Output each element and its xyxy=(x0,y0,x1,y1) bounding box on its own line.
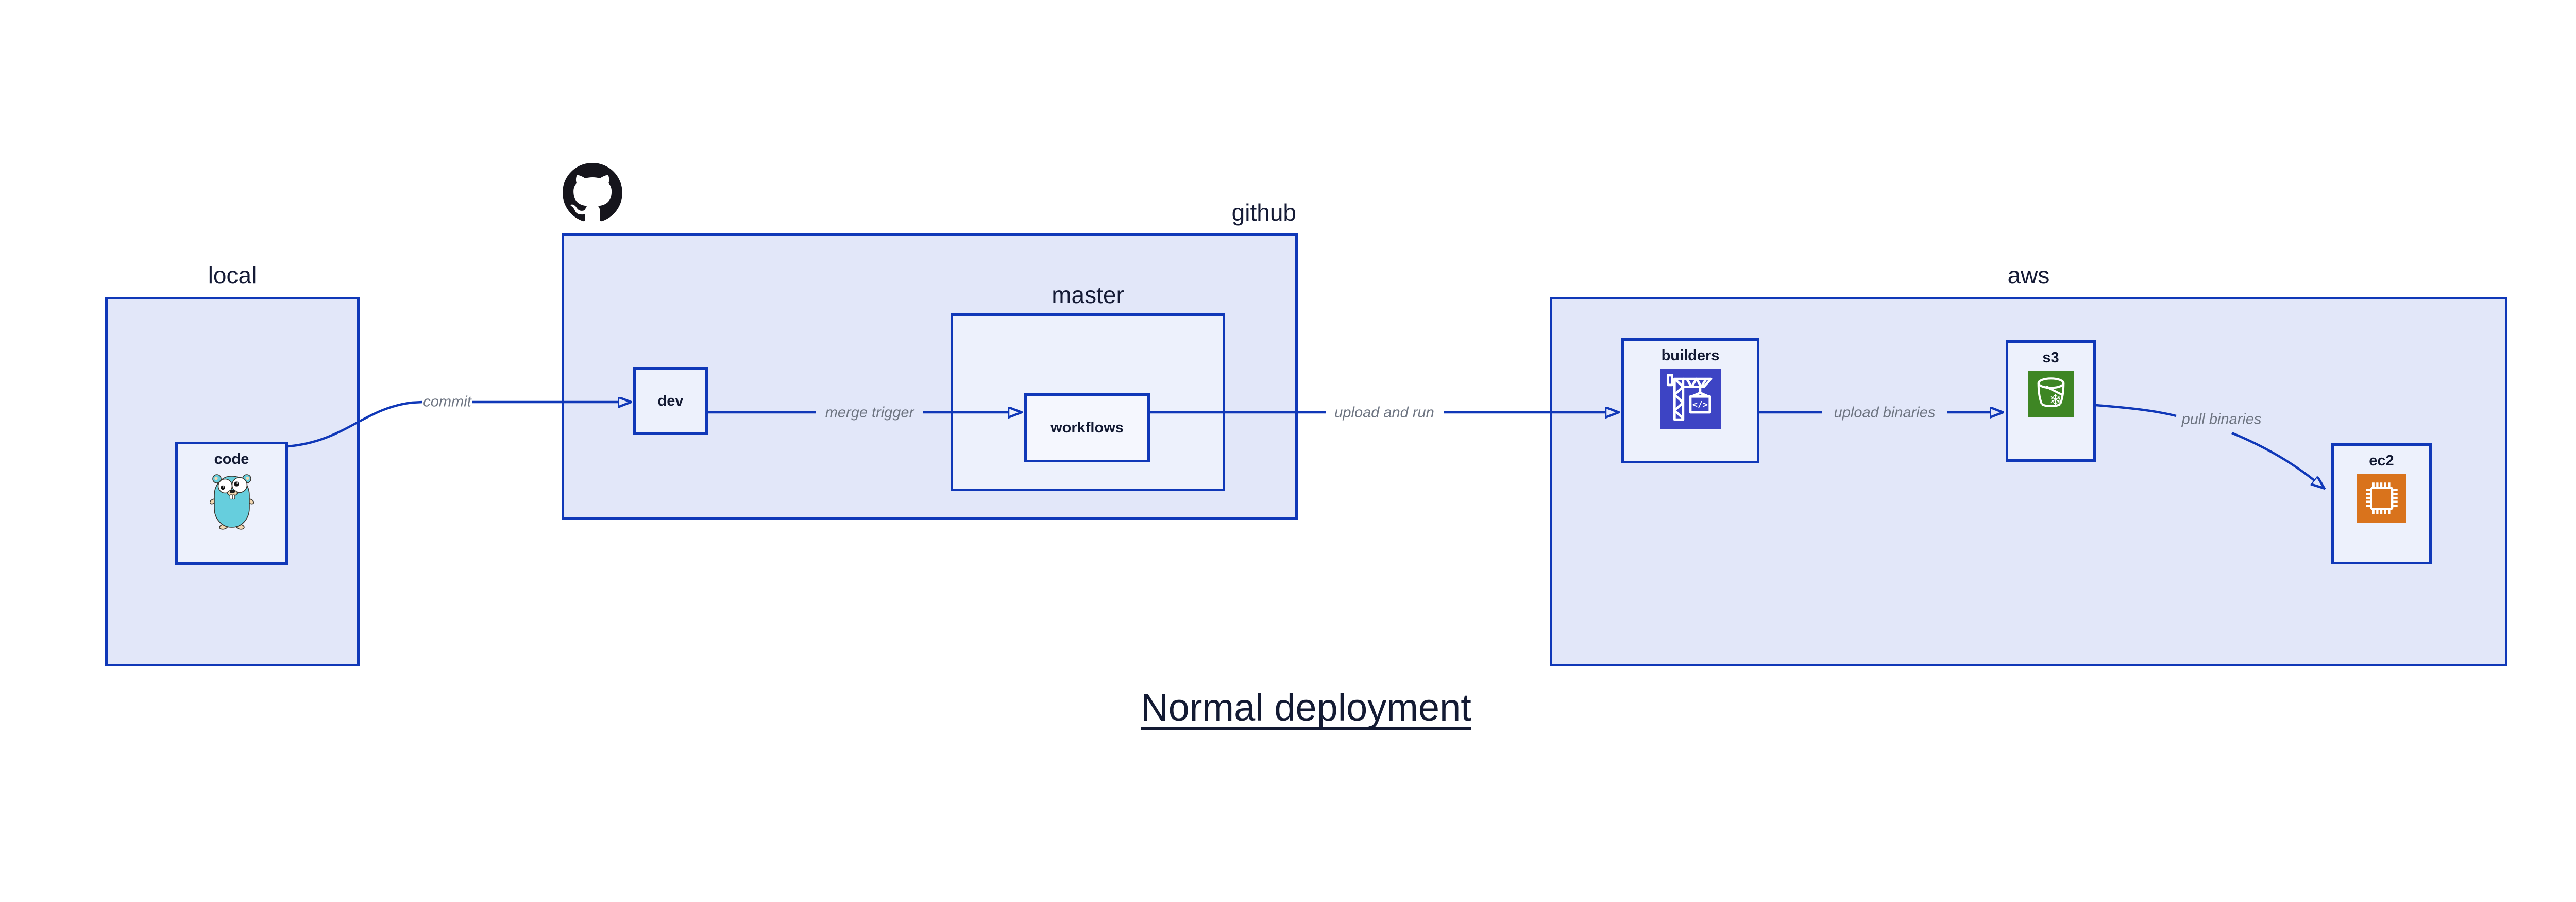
node-dev: dev xyxy=(633,367,708,435)
edge-label-pull-binaries: pull binaries xyxy=(2181,411,2262,428)
master-container-label: master xyxy=(1052,281,1124,308)
edge-label-merge-trigger: merge trigger xyxy=(825,404,914,421)
aws-codebuild-icon: </> xyxy=(1660,369,1721,429)
node-code: code xyxy=(175,442,288,565)
go-gopher-icon xyxy=(209,472,254,530)
svg-text:❄: ❄ xyxy=(2049,391,2061,409)
node-s3: s3 ❄ xyxy=(2006,340,2096,462)
aws-ec2-chip-icon xyxy=(2357,474,2406,523)
s3-node-label: s3 xyxy=(2042,349,2059,366)
edge-label-commit: commit xyxy=(423,393,471,410)
diagram-title-text: Normal deployment xyxy=(1141,686,1471,729)
node-workflows: workflows xyxy=(1024,393,1150,462)
aws-container-label: aws xyxy=(2007,262,2050,289)
dev-node-label: dev xyxy=(657,392,684,409)
node-builders: builders </> xyxy=(1621,338,1759,463)
edge-label-upload-and-run: upload and run xyxy=(1334,404,1434,421)
diagram-title: Normal deployment xyxy=(1048,686,1564,729)
svg-text:</>: </> xyxy=(1692,400,1708,410)
node-ec2: ec2 xyxy=(2331,443,2432,564)
builders-node-label: builders xyxy=(1661,347,1720,364)
workflows-node-label: workflows xyxy=(1050,420,1124,436)
github-container-label: github xyxy=(1231,199,1296,226)
aws-s3-bucket-icon: ❄ xyxy=(2027,371,2074,417)
local-container-label: local xyxy=(208,262,257,289)
code-node-label: code xyxy=(214,451,249,467)
github-octocat-logo-icon xyxy=(563,163,622,222)
edge-label-upload-binaries: upload binaries xyxy=(1834,404,1936,421)
ec2-node-label: ec2 xyxy=(2369,453,2394,469)
